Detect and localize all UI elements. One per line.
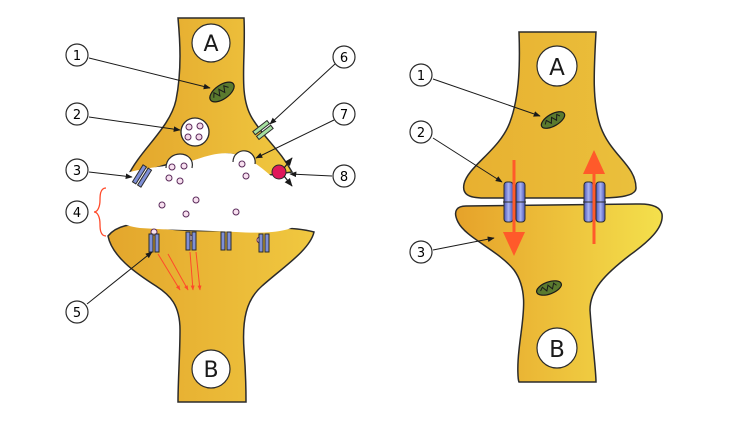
synaptic-cleft: [102, 153, 301, 233]
callout-3: 3: [409, 236, 495, 264]
current-arrow-up: [583, 150, 605, 244]
callout-1: 1: [65, 43, 211, 90]
callout-1: 1: [409, 63, 541, 117]
svg-text:1: 1: [417, 69, 425, 84]
presynaptic-label: A: [191, 23, 231, 63]
cleft-brace: [93, 187, 107, 237]
svg-text:2: 2: [73, 108, 81, 123]
synaptic-vesicle-icon: [180, 117, 210, 147]
postsynaptic-receptor-icon: [148, 231, 270, 253]
current-arrow-down: [503, 160, 525, 256]
postsynaptic-label: B: [191, 349, 231, 389]
svg-text:8: 8: [340, 170, 348, 185]
callout-7: 7: [255, 102, 356, 159]
svg-text:B: B: [549, 337, 565, 363]
svg-text:1: 1: [73, 49, 81, 64]
svg-text:A: A: [203, 32, 218, 57]
callout-8: 8: [289, 164, 356, 188]
postsynaptic-cell: [454, 203, 663, 383]
electrical-synapse: A B 1 2 3: [409, 31, 663, 383]
svg-text:3: 3: [73, 164, 81, 179]
callout-5: 5: [65, 251, 153, 324]
presynaptic-label: A: [536, 45, 578, 87]
enzyme-icon: [271, 157, 293, 187]
callout-3: 3: [65, 158, 133, 182]
callout-2: 2: [65, 102, 181, 132]
chemical-synapse: A B 1 2 3 4 5: [65, 17, 356, 403]
svg-text:6: 6: [340, 51, 348, 66]
svg-text:A: A: [549, 55, 565, 81]
svg-text:4: 4: [73, 206, 81, 221]
callout-4: 4: [65, 200, 89, 224]
mitochondrion-icon: [209, 81, 235, 103]
receptor-icon: [131, 164, 153, 188]
ion-pump-icon: [252, 119, 274, 141]
mitochondrion-icon: [540, 111, 566, 129]
svg-text:2: 2: [417, 126, 425, 141]
svg-text:5: 5: [73, 306, 81, 321]
svg-text:7: 7: [340, 108, 348, 123]
callout-6: 6: [269, 45, 356, 125]
signal-arrows: [157, 251, 202, 291]
svg-text:3: 3: [417, 246, 425, 261]
svg-text:B: B: [203, 358, 218, 383]
callout-2: 2: [409, 120, 503, 183]
mitochondrion-icon: [536, 280, 562, 296]
postsynaptic-label: B: [536, 327, 578, 369]
gap-junction-icon: [503, 181, 606, 223]
postsynaptic-terminal: [107, 223, 315, 403]
